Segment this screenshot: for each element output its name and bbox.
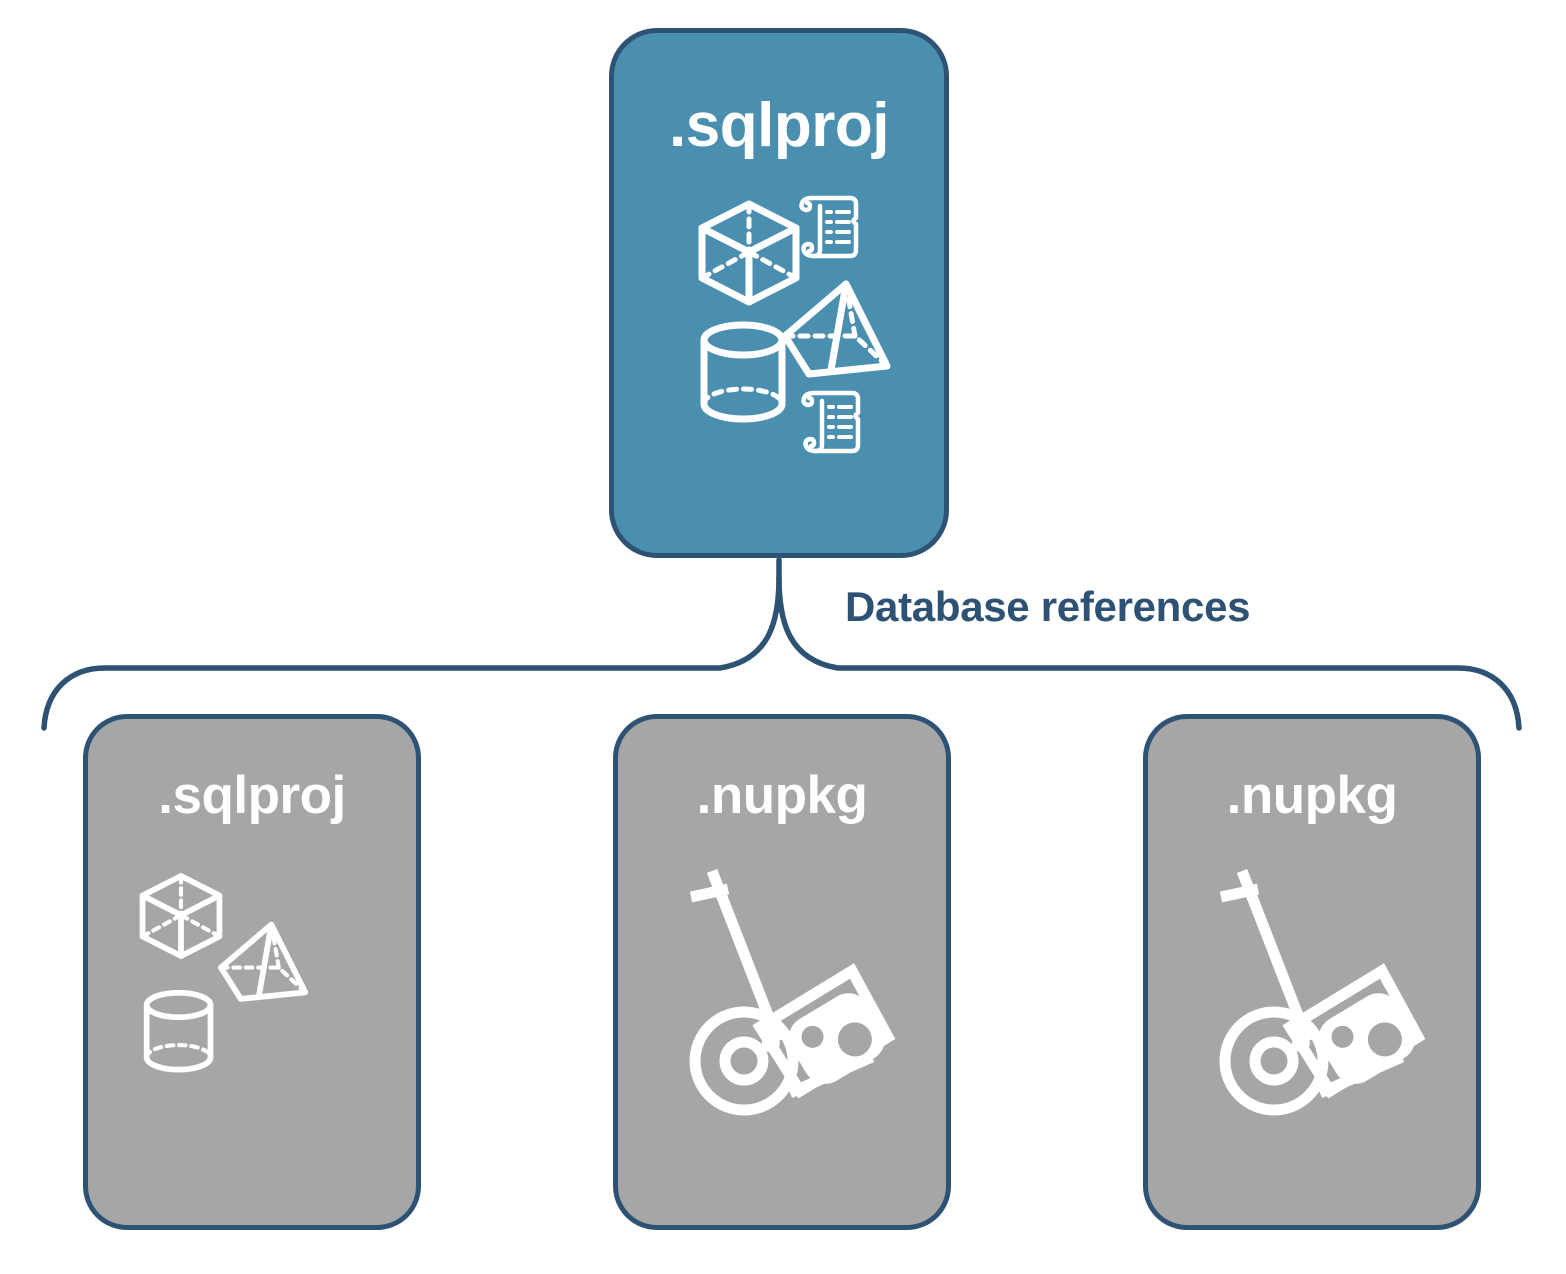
card-title-root: .sqlproj — [669, 91, 889, 160]
package-handtruck-icon — [1219, 869, 1426, 1116]
card-title-reference-1: .nupkg — [696, 766, 868, 825]
card-reference-nupkg-2[interactable]: .nupkg — [1143, 714, 1481, 1230]
card-sqlproj-root[interactable]: .sqlproj — [609, 28, 949, 558]
cube-icon — [139, 873, 223, 959]
cube-icon — [698, 200, 800, 306]
script-scroll-icon — [801, 390, 861, 454]
card-reference-sqlproj[interactable]: .sqlproj — [83, 714, 421, 1230]
card-reference-nupkg-1[interactable]: .nupkg — [613, 714, 951, 1230]
pyramid-icon — [781, 280, 891, 378]
cylinder-icon — [700, 321, 786, 423]
script-scroll-icon — [799, 195, 859, 259]
card-title-reference-0: .sqlproj — [158, 766, 346, 825]
package-handtruck-icon — [689, 869, 896, 1116]
card-title-reference-2: .nupkg — [1226, 766, 1398, 825]
connector-label: Database references — [845, 583, 1251, 630]
pyramid-icon — [218, 921, 309, 1002]
cylinder-icon — [143, 989, 214, 1073]
